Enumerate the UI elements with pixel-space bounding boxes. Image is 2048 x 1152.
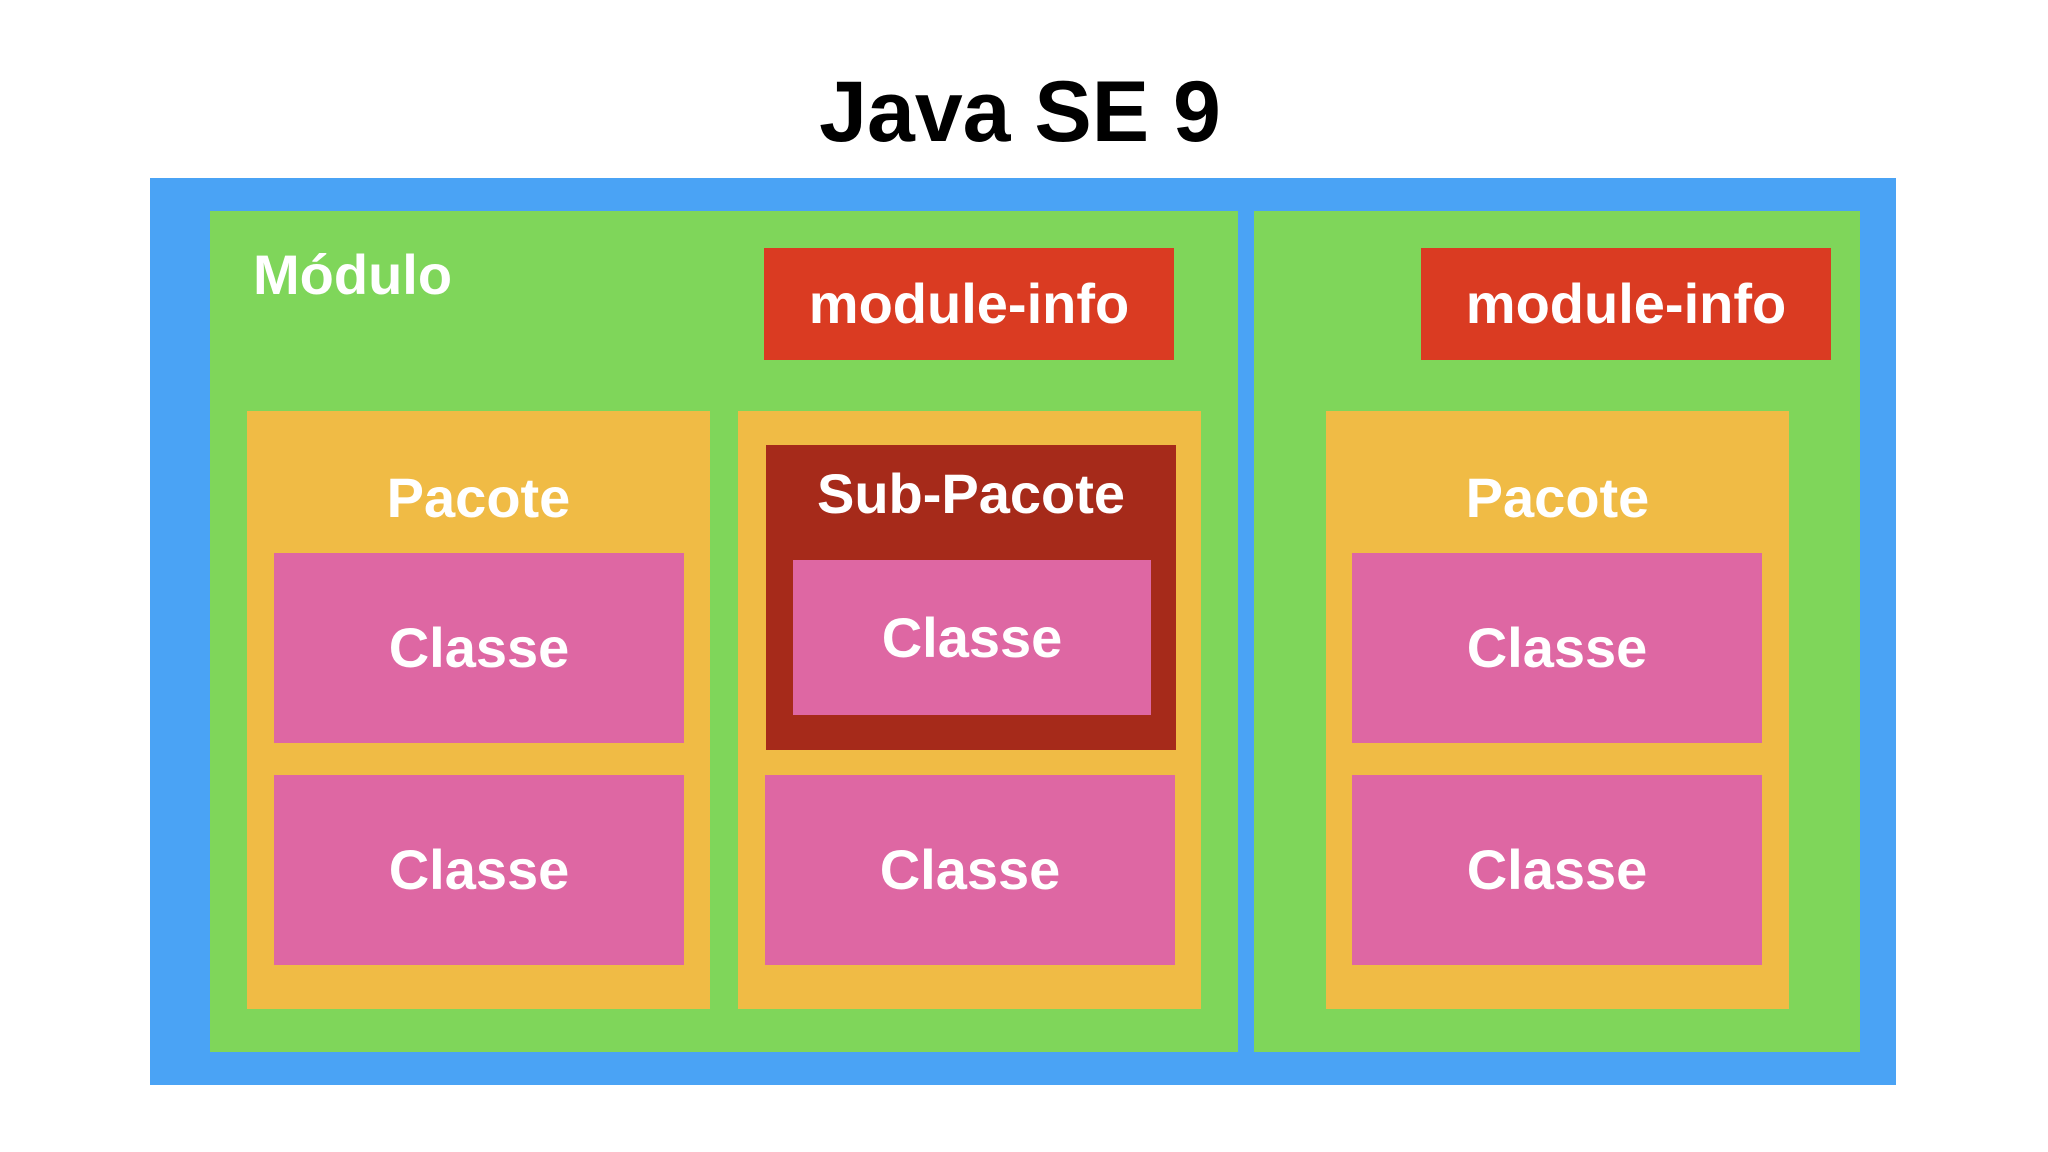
- class-a1-2: Classe: [274, 775, 684, 965]
- class-sub-1: Classe: [793, 560, 1151, 715]
- class-label: Classe: [879, 838, 1061, 901]
- module-info-label: module-info: [808, 272, 1130, 335]
- class-b1-1: Classe: [1352, 553, 1762, 743]
- package-label: Pacote: [1465, 466, 1650, 529]
- class-a2-1: Classe: [765, 775, 1175, 965]
- module-info-b: module-info: [1421, 248, 1831, 360]
- class-label: Classe: [388, 838, 570, 901]
- module-info-a: module-info: [764, 248, 1174, 360]
- package-label: Pacote: [386, 466, 571, 529]
- class-a1-1: Classe: [274, 553, 684, 743]
- module-label: Módulo: [253, 243, 453, 306]
- class-label: Classe: [881, 606, 1063, 669]
- class-label: Classe: [1466, 616, 1648, 679]
- module-info-label: module-info: [1465, 272, 1787, 335]
- page-title: Java SE 9: [819, 64, 1221, 160]
- sub-package-label: Sub-Pacote: [816, 462, 1126, 525]
- class-b1-2: Classe: [1352, 775, 1762, 965]
- class-label: Classe: [1466, 838, 1648, 901]
- class-label: Classe: [388, 616, 570, 679]
